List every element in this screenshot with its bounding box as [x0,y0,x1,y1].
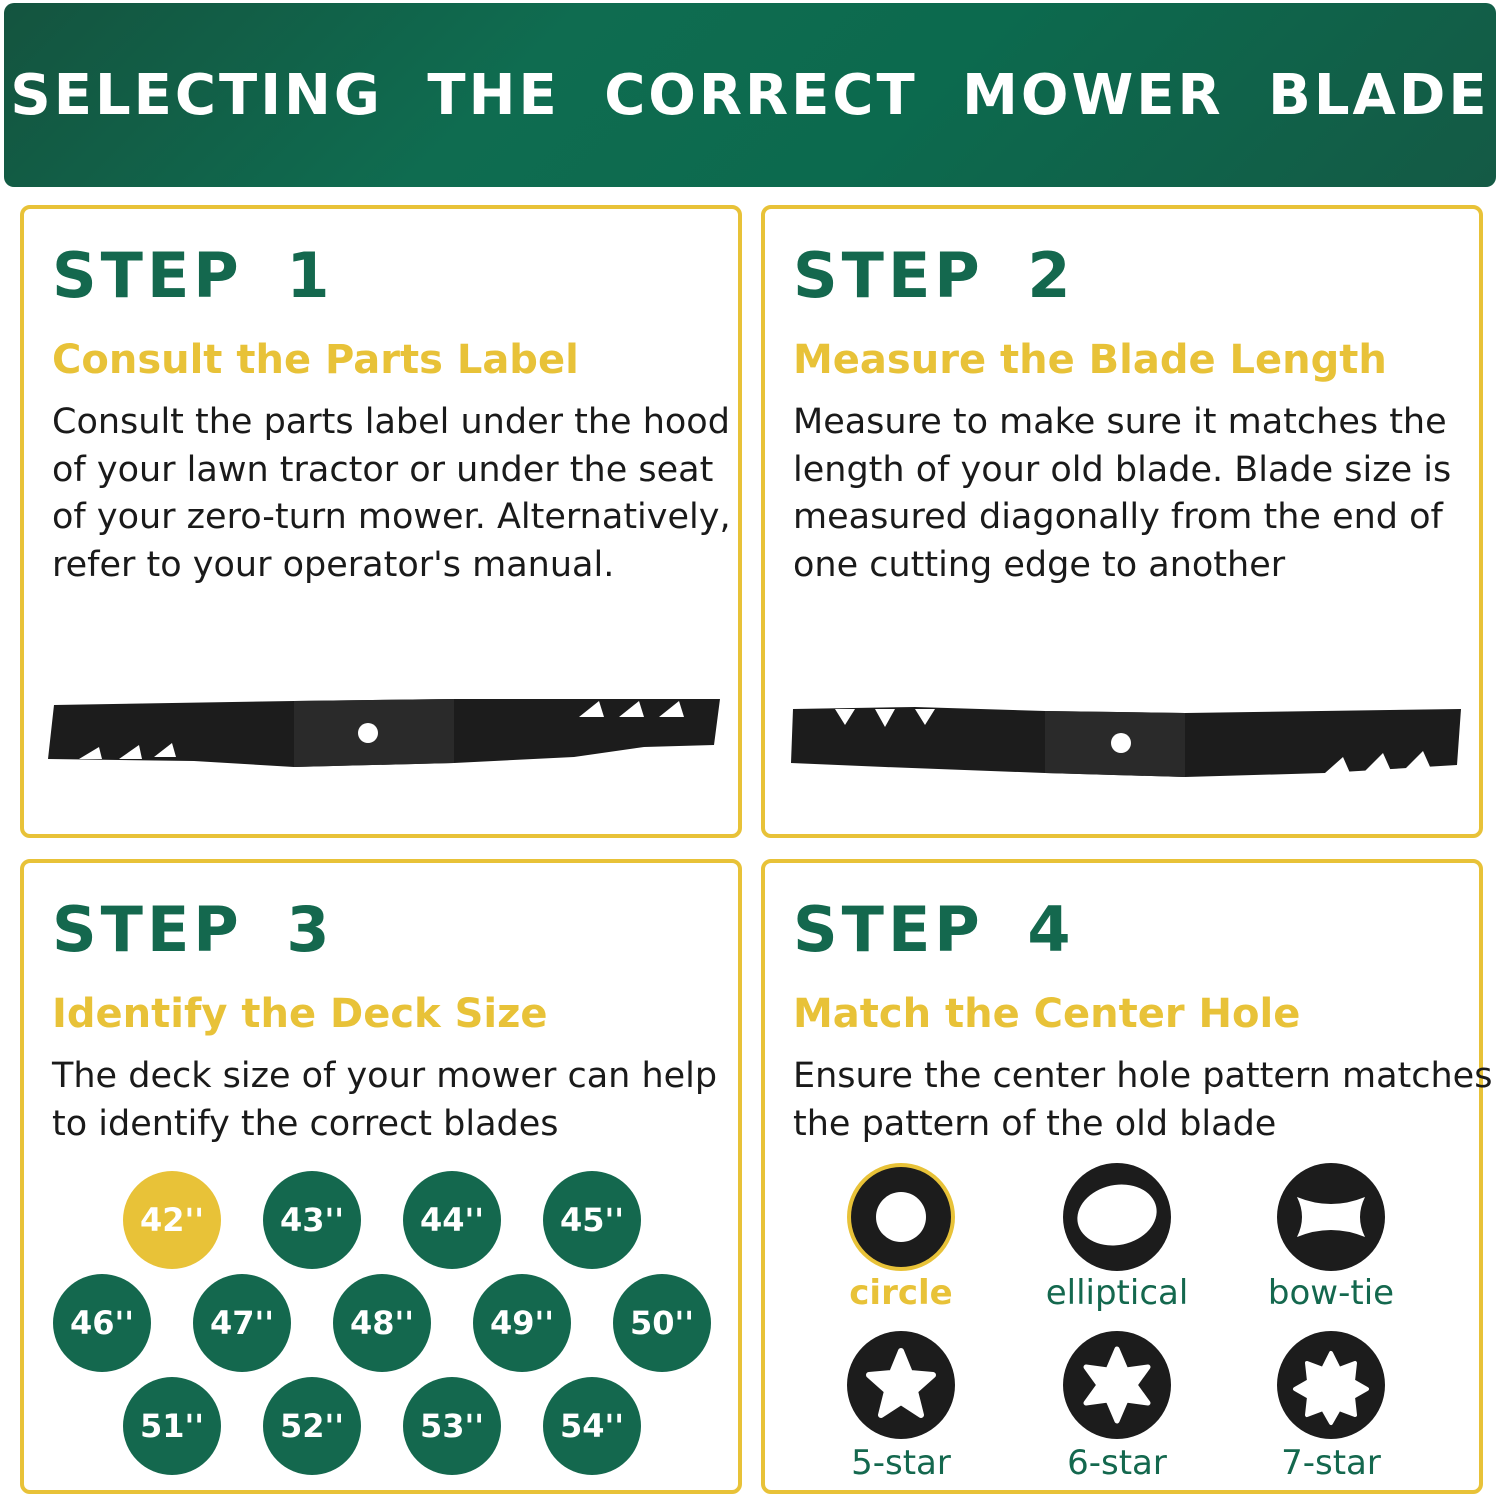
mower-blade-image [48,699,720,767]
deck-size-52[interactable]: 52'' [263,1377,361,1475]
step-4-title: STEP 4 [793,893,1075,966]
deck-size-51[interactable]: 51'' [123,1377,221,1475]
deck-size-49[interactable]: 49'' [473,1274,571,1372]
step-3-description: The deck size of your mower can help to … [52,1056,718,1144]
step-1-description: Consult the parts label under the hood o… [52,402,731,585]
7-star-hole-label: 7-star [1281,1443,1381,1483]
step-4-subtitle: Match the Center Hole [793,991,1301,1037]
deck-size-53[interactable]: 53'' [403,1377,501,1475]
step-4-panel: STEP 4 Match the Center Hole Ensure the … [761,859,1492,1494]
page-title: SELECTING THE CORRECT MOWER BLADE [10,62,1490,128]
step-4-description: Ensure the center hole pattern matches t… [793,1056,1493,1144]
step-3-subtitle: Identify the Deck Size [52,991,548,1037]
step-1-subtitle: Consult the Parts Label [52,337,579,383]
mower-blade-image [791,707,1461,777]
6-star-hole-icon[interactable] [1061,1329,1173,1441]
elliptical-hole-icon[interactable] [1061,1161,1173,1273]
deck-size-50[interactable]: 50'' [613,1274,711,1372]
deck-size-43[interactable]: 43'' [263,1171,361,1269]
step-2-subtitle: Measure the Blade Length [793,337,1387,383]
deck-size-54[interactable]: 54'' [543,1377,641,1475]
deck-size-46[interactable]: 46'' [53,1274,151,1372]
circle-hole-icon[interactable] [845,1161,957,1273]
elliptical-hole-label: elliptical [1045,1273,1189,1313]
step-2-panel: STEP 2 Measure the Blade Length Measure … [761,205,1483,838]
step-1-panel: STEP 1 Consult the Parts Label Consult t… [20,205,742,838]
step-2-description: Measure to make sure it matches the leng… [793,402,1452,585]
deck-size-48[interactable]: 48'' [333,1274,431,1372]
deck-size-45[interactable]: 45'' [543,1171,641,1269]
deck-size-47[interactable]: 47'' [193,1274,291,1372]
5-star-hole-icon[interactable] [845,1329,957,1441]
bow-tie-hole-label: bow-tie [1267,1273,1395,1313]
circle-hole-label: circle [849,1273,953,1313]
bow-tie-hole-icon[interactable] [1275,1161,1387,1273]
step-3-title: STEP 3 [52,893,334,966]
step-1-title: STEP 1 [52,239,334,312]
deck-size-44[interactable]: 44'' [403,1171,501,1269]
7-star-hole-icon[interactable] [1275,1329,1387,1441]
6-star-hole-label: 6-star [1067,1443,1167,1483]
deck-size-42[interactable]: 42'' [123,1171,221,1269]
step-3-panel: STEP 3 Identify the Deck Size The deck s… [20,859,742,1494]
step-2-title: STEP 2 [793,239,1075,312]
5-star-hole-label: 5-star [851,1443,951,1483]
header-banner: SELECTING THE CORRECT MOWER BLADE [4,3,1496,187]
